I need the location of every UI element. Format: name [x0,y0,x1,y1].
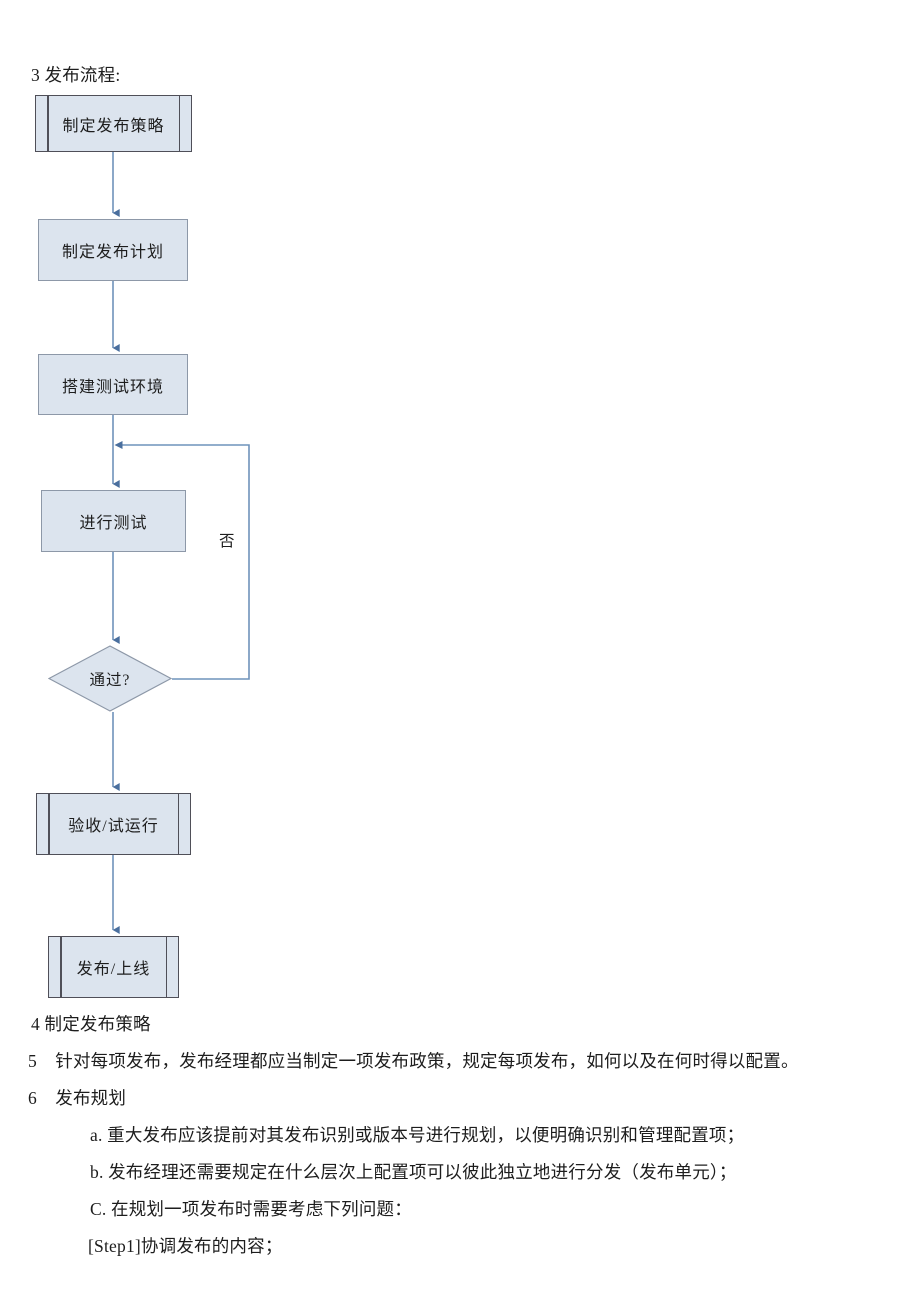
flow-node-run-tests[interactable]: 进行测试 [41,490,186,552]
flow-node-acceptance-trial-run[interactable]: 验收/试运行 [36,793,191,855]
flow-node-label: 制定发布策略 [62,117,165,135]
predefined-bar-left [60,937,62,997]
flow-node-decision-passed[interactable]: 通过? [48,645,172,712]
body-line-c: C. 在规划一项发布时需要考虑下列问题： [90,1199,412,1219]
flow-node-label: 进行测试 [79,515,148,532]
flow-node-label: 制定发布计划 [61,244,164,261]
predefined-bar-right [178,96,180,151]
flow-node-label: 发布/上线 [76,961,151,978]
flow-node-define-release-policy[interactable]: 制定发布策略 [35,95,192,152]
body-line-a: a. 重大发布应该提前对其发布识别或版本号进行规划，以便明确识别和管理配置项； [90,1125,745,1145]
predefined-bar-left [47,96,49,151]
flow-node-release-golive[interactable]: 发布/上线 [48,936,179,998]
page-title: 3 发布流程: [31,65,121,85]
body-line-b: b. 发布经理还需要规定在什么层次上配置项可以彼此独立地进行分发（发布单元）； [90,1162,737,1182]
edge-label-no: 否 [219,533,235,550]
flow-node-label: 搭建测试环境 [61,378,164,396]
flow-node-label: 通过? [89,671,131,689]
body-line-4: 4 制定发布策略 [31,1014,151,1034]
body-line-6: 6 发布规划 [28,1088,127,1108]
predefined-bar-right [165,937,167,997]
decision-diamond-shape [48,645,172,712]
predefined-bar-right [177,794,179,854]
flow-node-label: 验收/试运行 [68,818,159,835]
predefined-bar-left [48,794,50,854]
body-line-5: 5 针对每项发布，发布经理都应当制定一项发布政策，规定每项发布，如何以及在何时得… [28,1051,799,1071]
body-line-step1: [Step1]协调发布的内容； [88,1236,283,1256]
flow-node-make-release-plan[interactable]: 制定发布计划 [38,219,188,281]
flow-node-build-test-environment[interactable]: 搭建测试环境 [38,354,188,415]
